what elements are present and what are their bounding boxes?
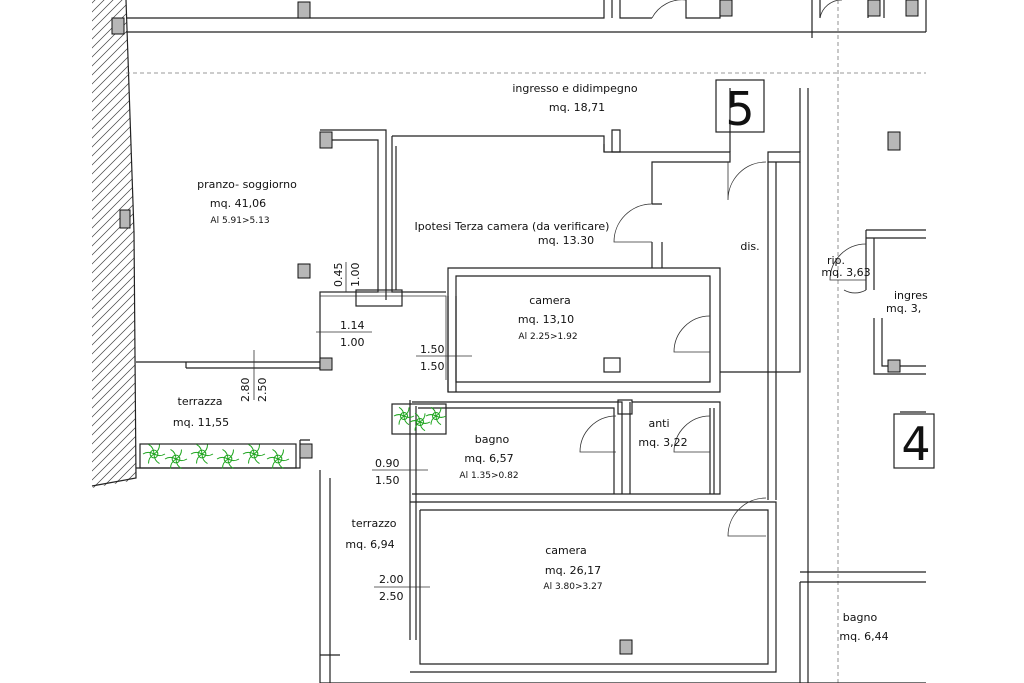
room-terrazza1-area: mq. 11,55	[173, 416, 229, 429]
room-bagno1-note: Al 1.35>0.82	[459, 471, 518, 481]
unit-4-box	[893, 413, 935, 469]
exterior-wall-edge	[91, 0, 137, 487]
dim-6-top: 2.00	[379, 573, 404, 586]
room-camera1-name: camera	[529, 294, 571, 307]
planter-left	[139, 443, 297, 469]
unit-4-number: 4	[901, 417, 930, 471]
apartment-walls	[136, 88, 926, 683]
room-anti-name: anti	[648, 417, 669, 430]
dim-6-bottom: 2.50	[379, 590, 404, 603]
room-bagno1-area: mq. 6,57	[464, 452, 513, 465]
room-ingresso-right-name: ingres	[894, 289, 928, 302]
room-ingresso-right-area: mq. 3,	[886, 302, 921, 315]
room-ingresso-name: ingresso e didimpegno	[512, 82, 638, 95]
dim-5-bottom: 1.50	[375, 474, 400, 487]
top-walls	[126, 0, 927, 683]
dim-4-top: 2.80	[239, 378, 252, 403]
planter-center	[391, 403, 447, 435]
room-terrazza2-area: mq. 6,94	[345, 538, 394, 551]
dim-2-top: 1.14	[340, 319, 365, 332]
dim-1-bottom: 1.00	[349, 263, 362, 288]
dim-1-top: 0.45	[332, 263, 345, 288]
room-camera1-area: mq. 13,10	[518, 313, 574, 326]
unit-5-box	[715, 79, 765, 133]
room-bagno2-name: bagno	[843, 611, 878, 624]
exterior-hatch	[92, 0, 136, 488]
room-camera2-note: Al 3.80>3.27	[543, 582, 602, 592]
room-terrazza2-name: terrazzo	[352, 517, 397, 530]
dim-3-bottom: 1.50	[420, 360, 445, 373]
dimension-ticks	[253, 262, 472, 588]
room-rip-area: mq. 3,63	[821, 266, 870, 279]
room-pranzo-area: mq. 41,06	[210, 197, 266, 210]
room-pranzo-note: Al 5.91>5.13	[210, 216, 269, 226]
room-bagno2-area: mq. 6,44	[839, 630, 888, 643]
dim-5-top: 0.90	[375, 457, 400, 470]
room-dis-name: dis.	[740, 240, 759, 253]
structural-columns	[111, 0, 919, 655]
room-rip-name: rip.	[827, 254, 845, 267]
unit-5-number: 5	[725, 82, 754, 136]
room-terrazza1-name: terrazza	[178, 395, 223, 408]
room-ipotesi-area: mq. 13.30	[538, 234, 594, 247]
room-bagno1-name: bagno	[475, 433, 510, 446]
room-camera2-name: camera	[545, 544, 587, 557]
room-anti-area: mq. 3,22	[638, 436, 687, 449]
room-camera2-area: mq. 26,17	[545, 564, 601, 577]
room-ingresso-area: mq. 18,71	[549, 101, 605, 114]
room-pranzo-name: pranzo- soggiorno	[197, 178, 297, 191]
dim-3-top: 1.50	[420, 343, 445, 356]
dim-4-bottom: 2.50	[256, 378, 269, 403]
room-camera1-note: Al 2.25>1.92	[518, 332, 577, 342]
dim-2-bottom: 1.00	[340, 336, 365, 349]
room-ipotesi-name: Ipotesi Terza camera (da verificare)	[415, 220, 610, 233]
